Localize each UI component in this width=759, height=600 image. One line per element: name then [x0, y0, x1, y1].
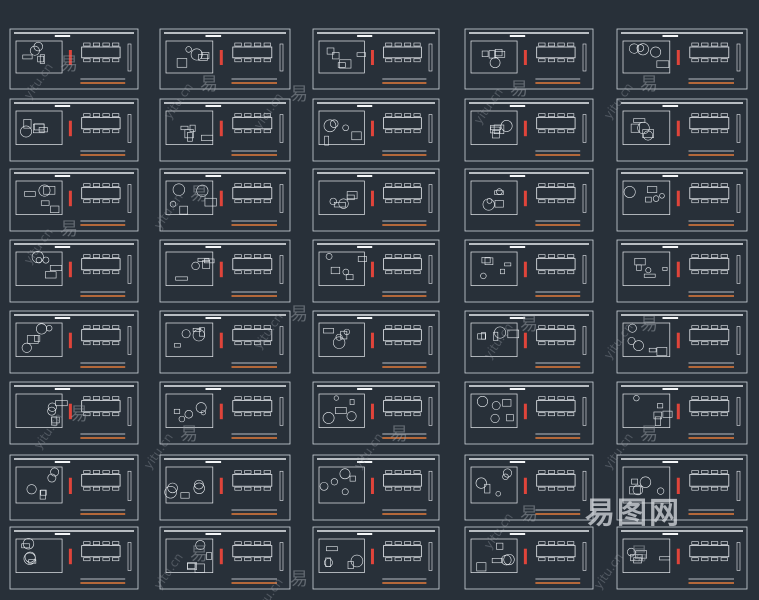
watermark-glyph: 易 — [200, 74, 218, 95]
cad-block-tile — [616, 28, 748, 90]
cad-block-tile — [312, 526, 440, 590]
watermark-glyph: 易 — [190, 184, 208, 205]
cad-block-tile — [616, 526, 748, 590]
cad-block-tile — [464, 98, 594, 162]
cad-block-tile — [159, 98, 291, 162]
watermark-text: yitu.cn — [601, 430, 636, 471]
cad-block-tile — [9, 98, 139, 162]
cad-block-tile — [616, 310, 748, 374]
cad-block-tile — [159, 526, 291, 590]
cad-block-tile — [312, 239, 440, 303]
cad-block-tile — [464, 28, 594, 90]
site-logo-watermark: 易图网 — [585, 496, 681, 531]
watermark-glyph: 易 — [390, 424, 408, 445]
cad-block-tile — [312, 310, 440, 374]
cad-block-tile — [312, 98, 440, 162]
watermark-text: yitu.cn — [151, 190, 186, 231]
cad-block-tile — [312, 28, 440, 90]
cad-block-tile — [9, 168, 139, 232]
watermark-glyph: 易 — [640, 74, 658, 95]
watermark-text: yitu.cn — [21, 60, 56, 101]
cad-block-tile — [159, 454, 291, 521]
watermark-glyph: 易 — [290, 84, 308, 105]
watermark-glyph: 易 — [630, 544, 648, 565]
watermark-glyph: 易 — [60, 219, 78, 240]
cad-block-tile — [9, 381, 139, 445]
cad-block-tile — [159, 310, 291, 374]
cad-block-tile — [9, 28, 139, 90]
watermark-glyph: 易 — [70, 404, 88, 425]
watermark-glyph: 易 — [520, 504, 538, 525]
cad-block-tile — [464, 310, 594, 374]
watermark-glyph: 易 — [60, 54, 78, 75]
watermark-glyph: 易 — [520, 314, 538, 335]
cad-block-tile — [464, 526, 594, 590]
cad-block-tile — [9, 526, 139, 590]
cad-block-tile — [9, 454, 139, 521]
watermark-text: yitu.cn — [471, 85, 506, 126]
cad-block-tile — [9, 310, 139, 374]
watermark-text: yitu.cn — [141, 430, 176, 471]
watermark-text: yitu.cn — [161, 80, 196, 121]
watermark-text: yitu.cn — [481, 320, 516, 361]
watermark-text: yitu.cn — [31, 410, 66, 451]
watermark-glyph: 易 — [290, 569, 308, 590]
cad-block-tile — [159, 381, 291, 445]
watermark-text: yitu.cn — [601, 320, 636, 361]
watermark-text: yitu.cn — [591, 550, 626, 591]
cad-block-tile — [312, 381, 440, 445]
watermark-text: yitu.cn — [21, 225, 56, 266]
cad-block-tile — [312, 454, 440, 521]
watermark-text: yitu.cn — [251, 90, 286, 131]
cad-block-tile — [464, 381, 594, 445]
cad-block-tile — [312, 168, 440, 232]
watermark-glyph: 易 — [640, 424, 658, 445]
watermark-text: yitu.cn — [151, 550, 186, 591]
cad-block-tile — [616, 98, 748, 162]
cad-block-tile — [464, 239, 594, 303]
watermark-glyph: 易 — [290, 304, 308, 325]
cad-block-tile — [464, 454, 594, 521]
watermark-glyph: 易 — [640, 314, 658, 335]
watermark-text: yitu.cn — [351, 430, 386, 471]
watermark-glyph: 易 — [180, 424, 198, 445]
cad-block-tile — [616, 454, 748, 521]
watermark-glyph: 易 — [190, 544, 208, 565]
cad-block-tile — [159, 239, 291, 303]
cad-block-tile — [464, 168, 594, 232]
cad-block-tile — [616, 168, 748, 232]
cad-block-tile — [9, 239, 139, 303]
cad-block-tile — [159, 168, 291, 232]
watermark-text: yitu.cn — [601, 80, 636, 121]
watermark-glyph: 易 — [510, 79, 528, 100]
watermark-text: yitu.cn — [251, 310, 286, 351]
cad-block-tile — [616, 381, 748, 445]
cad-block-tile — [159, 28, 291, 90]
cad-block-tile — [616, 239, 748, 303]
